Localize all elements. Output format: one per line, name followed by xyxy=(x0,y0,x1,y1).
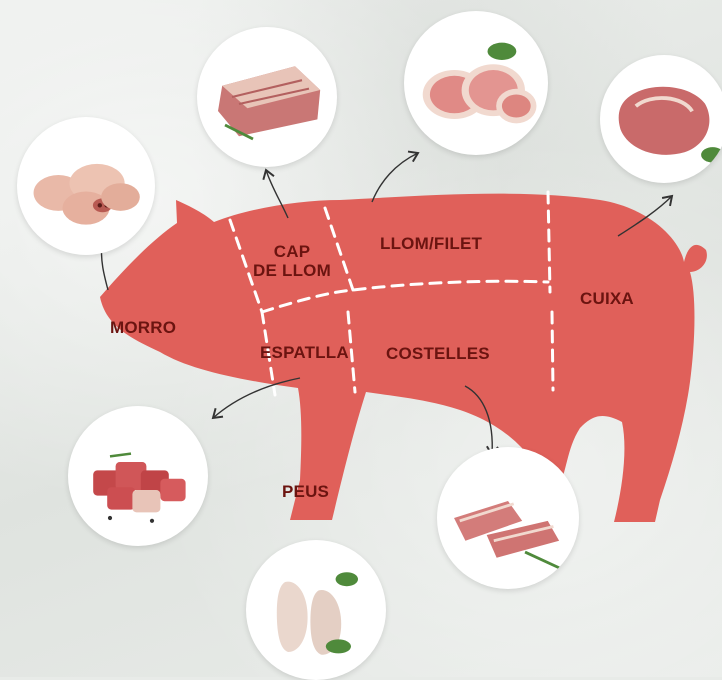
label-morro: MORRO xyxy=(110,318,176,337)
label-llom-filet: LLOM/FILET xyxy=(380,234,482,253)
label-costelles: COSTELLES xyxy=(386,344,490,363)
pig-trotters-icon xyxy=(246,540,386,680)
label-cuixa: CUIXA xyxy=(580,289,634,308)
photo-cuixa xyxy=(600,55,722,183)
ham-leg-icon xyxy=(600,55,722,183)
label-cap-de-llom: CAP DE LLOM xyxy=(242,242,342,280)
ribs-icon xyxy=(437,447,579,589)
photo-costelles xyxy=(437,447,579,589)
pig-snouts-icon xyxy=(17,117,155,255)
photo-morro xyxy=(17,117,155,255)
pork-neck-roast-icon xyxy=(197,27,337,167)
label-peus: PEUS xyxy=(282,482,329,501)
photo-espatlla xyxy=(68,406,208,546)
photo-llom-filet xyxy=(404,11,548,155)
loin-chops-icon xyxy=(404,11,548,155)
photo-peus xyxy=(246,540,386,680)
shoulder-cubes-icon xyxy=(68,406,208,546)
label-espatlla: ESPATLLA xyxy=(260,343,349,362)
photo-cap-de-llom xyxy=(197,27,337,167)
